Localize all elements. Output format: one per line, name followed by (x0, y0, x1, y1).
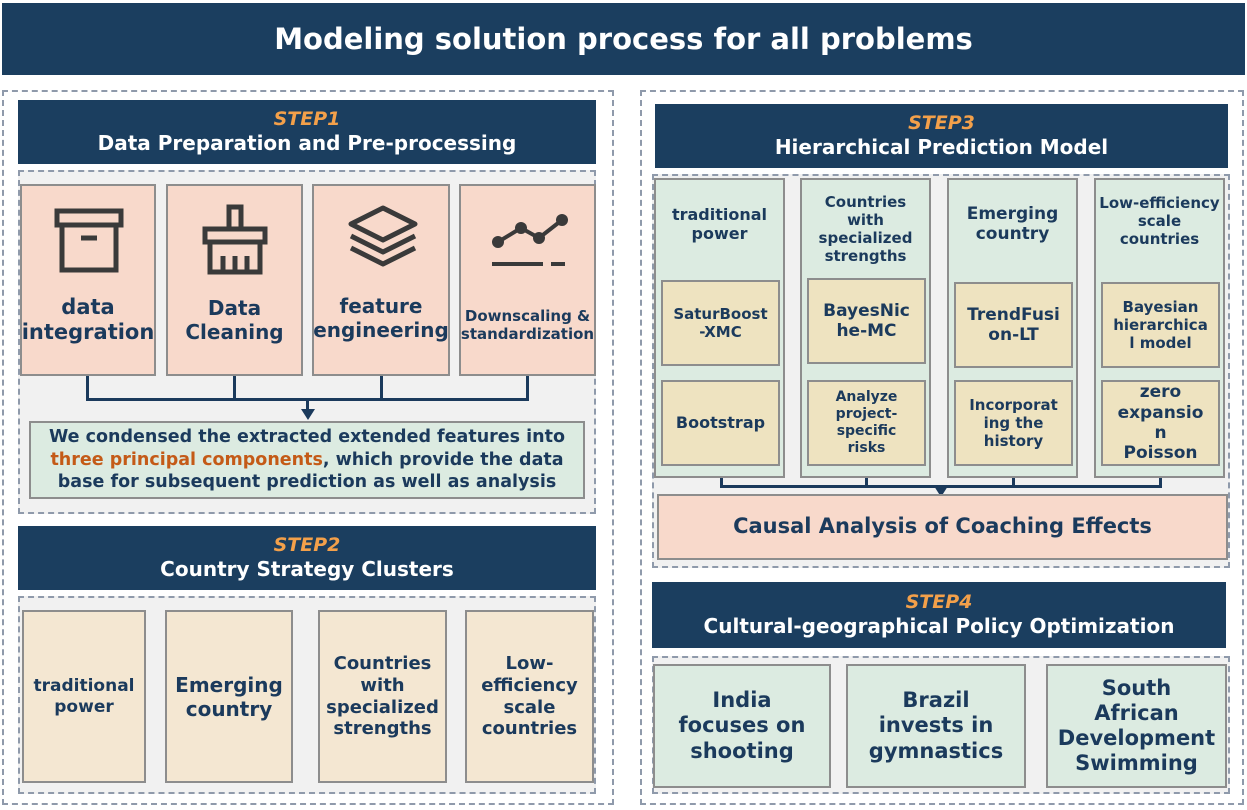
step1-card-feature-engineering: feature engineering (312, 184, 450, 376)
step1-card-label: data integration (21, 294, 155, 344)
step4-title: Cultural-geographical Policy Optimizatio… (703, 614, 1175, 638)
step1-header: STEP1 Data Preparation and Pre-processin… (18, 100, 596, 164)
step3-column: Countries with specialized strengths Bay… (800, 178, 931, 478)
step2-card: Countries with specialized strengths (318, 610, 447, 783)
step1-card-label: Data Cleaning (185, 296, 284, 344)
step3-title: Hierarchical Prediction Model (774, 135, 1109, 159)
step4-label: STEP4 (905, 591, 973, 613)
step1-title: Data Preparation and Pre-processing (97, 131, 517, 155)
step2-card: Emerging country (165, 610, 293, 783)
step1-card-data-integration: data integration (20, 184, 156, 376)
step3-model-box: BayesNic he-MC (807, 278, 926, 364)
connector (720, 478, 723, 487)
step1-card-data-cleaning: Data Cleaning (166, 184, 303, 376)
summary-prefix: We condensed the extracted extended feat… (48, 426, 566, 447)
step2-title: Country Strategy Clusters (160, 557, 454, 581)
archive-box-icon (54, 208, 124, 273)
connector (86, 376, 89, 401)
left-panel (2, 90, 614, 805)
arrow-down-icon (934, 486, 948, 497)
step4-card: Brazil invests in gymnastics (846, 664, 1026, 788)
connector (1012, 478, 1015, 487)
step4-card: India focuses on shooting (653, 664, 831, 788)
step4-card: South African Development Swimming (1046, 664, 1227, 788)
step3-method-box: Bootstrap (661, 380, 780, 466)
step1-card-label: Downscaling & standardization (460, 307, 595, 343)
layers-icon (348, 205, 418, 267)
right-panel (640, 90, 1244, 805)
connector (1159, 478, 1162, 487)
step3-causal-box: Causal Analysis of Coaching Effects (657, 494, 1228, 560)
step1-card-downscaling: Downscaling & standardization (459, 184, 596, 376)
step1-card-label: feature engineering (313, 294, 449, 342)
step3-header: STEP3 Hierarchical Prediction Model (655, 104, 1228, 168)
step3-column-title: Countries with specialized strengths (818, 193, 913, 265)
summary-suffix: , which provide the data base for subseq… (57, 449, 564, 493)
step3-method-box: Incorporat ing the history (954, 380, 1073, 466)
trend-line-icon (492, 214, 568, 266)
step2-card: traditional power (22, 610, 146, 783)
step2-label: STEP2 (273, 534, 341, 556)
step3-label: STEP3 (908, 112, 975, 134)
step3-column-title: Emerging country (966, 203, 1059, 244)
step3-method-box: zero expansio n Poisson (1101, 380, 1220, 466)
step2-header: STEP2 Country Strategy Clusters (18, 526, 596, 590)
step3-column: Emerging country TrendFusi on-LT Incorpo… (947, 178, 1078, 478)
main-title: Modeling solution process for all proble… (2, 3, 1245, 75)
step3-column: traditional power SaturBoost -XMC Bootst… (654, 178, 785, 478)
step3-column-title: traditional power (671, 204, 768, 243)
step4-header: STEP4 Cultural-geographical Policy Optim… (652, 582, 1226, 648)
step3-model-box: Bayesian hierarchica l model (1101, 282, 1220, 368)
step1-summary: We condensed the extracted extended feat… (29, 421, 585, 499)
step3-method-box: Analyze project-specific risks (807, 380, 926, 466)
broom-icon (202, 204, 268, 275)
connector (526, 376, 529, 401)
step3-column-title: Low-efficiency scale countries (1099, 194, 1220, 248)
connector (306, 398, 309, 410)
connector (865, 478, 868, 487)
step3-column: Low-efficiency scale countries Bayesian … (1094, 178, 1225, 478)
step3-model-box: SaturBoost -XMC (661, 280, 780, 366)
step1-label: STEP1 (273, 108, 341, 130)
summary-highlight: three principal components (50, 449, 323, 470)
step2-card: Low-efficiency scale countries (465, 610, 594, 783)
connector (233, 376, 236, 401)
connector (380, 376, 383, 401)
arrow-down-icon (301, 409, 315, 420)
step3-model-box: TrendFusi on-LT (954, 282, 1073, 368)
